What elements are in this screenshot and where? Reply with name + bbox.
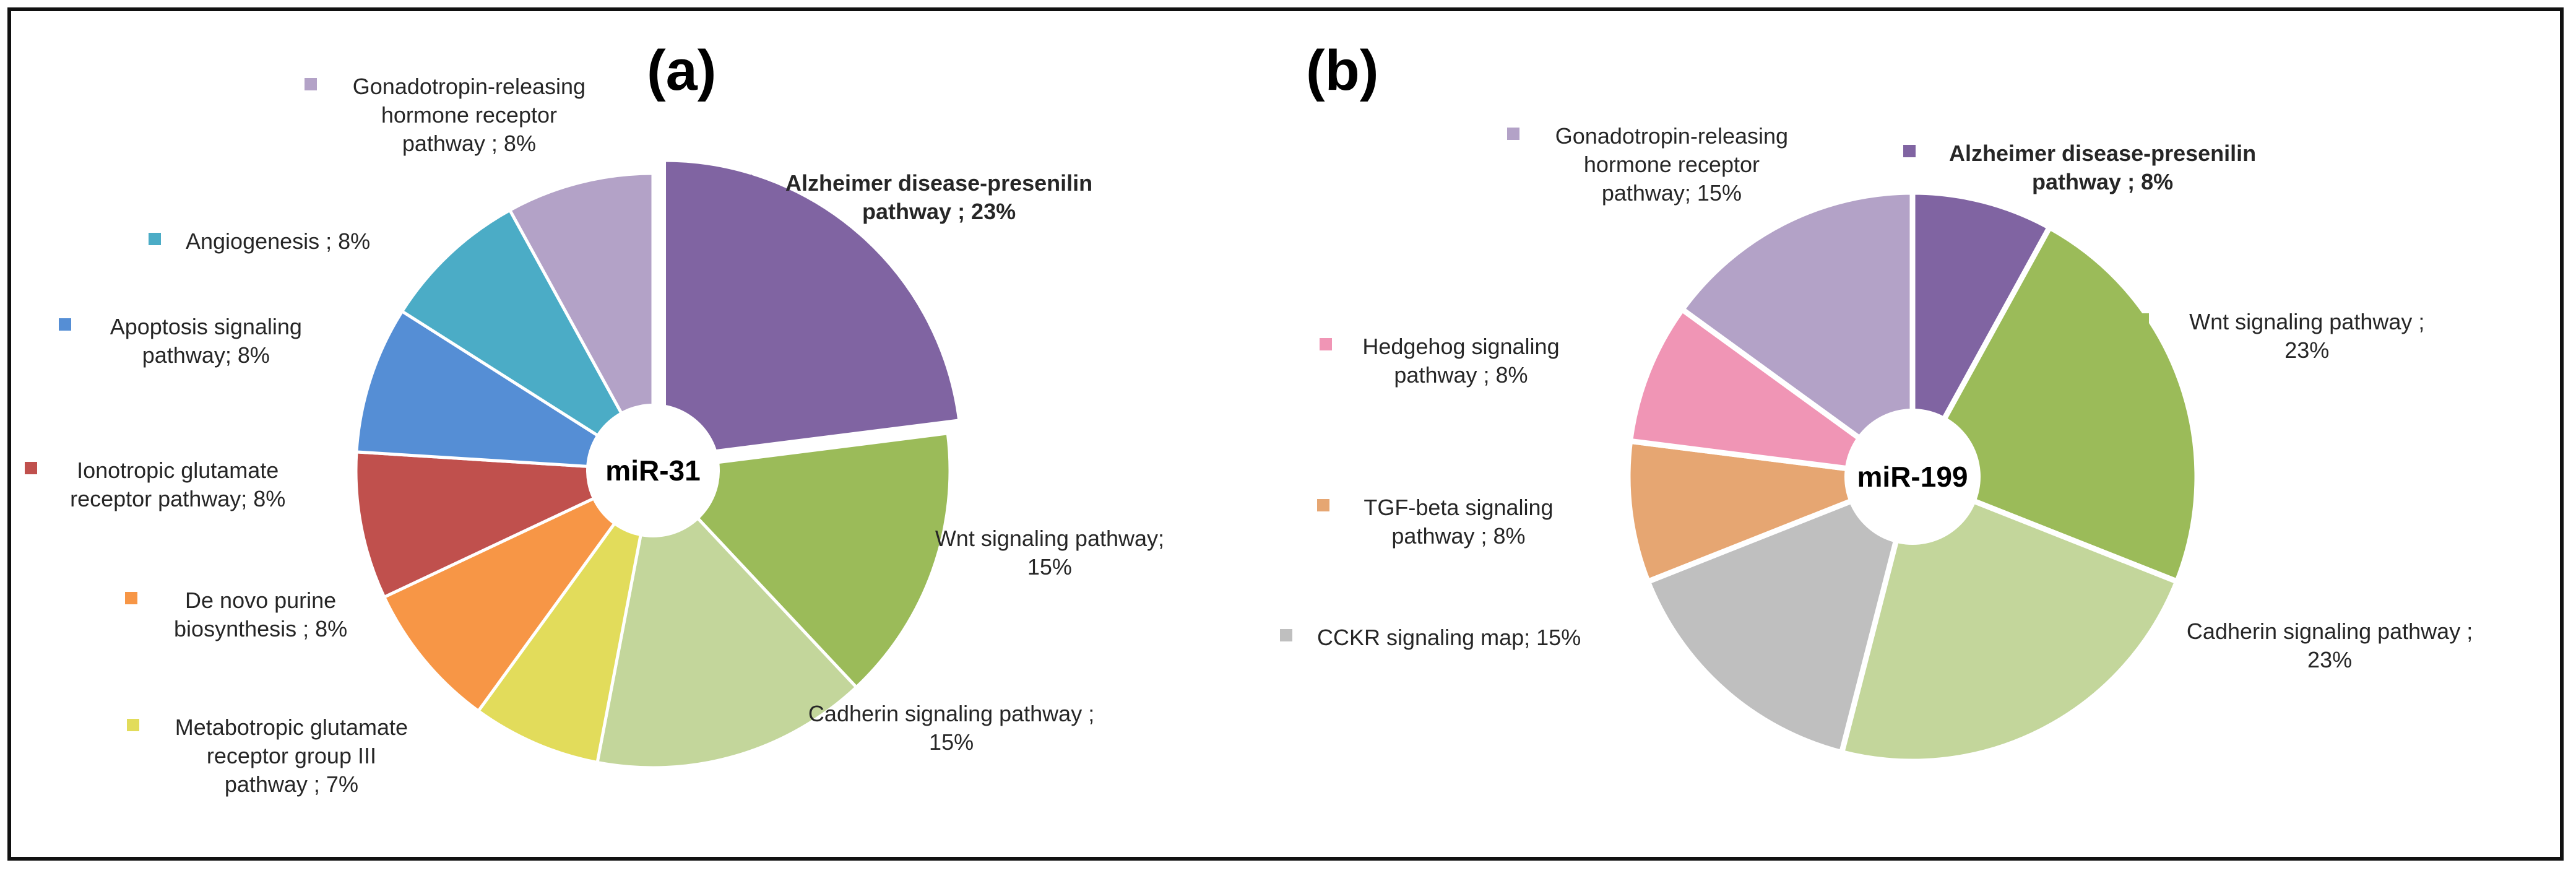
label-line: receptor pathway; 8%: [70, 486, 285, 511]
donut-hole: [586, 404, 720, 537]
legend-marker: [25, 462, 37, 474]
label-line: 15%: [929, 729, 974, 755]
data-label-apoptosis-signaling-pathway-8: Apoptosis signaling pathway; 8%: [59, 314, 302, 368]
pie-slice-gonadotropin-releasing-hormone-receptor-pathway-: [1678, 189, 1916, 482]
legend-marker: [2130, 623, 2143, 635]
label-line: pathway ; 8%: [1394, 362, 1528, 388]
legend-marker: [1317, 499, 1329, 511]
pie-panel-b: (b) miR-199 Alzheimer disease-presenilin pa…: [1280, 39, 2473, 765]
legend-marker: [752, 705, 764, 718]
data-label-metabotropic-glutamate-receptor-group-iii-pathwa: Metabotropic glutamate receptor group III…: [127, 714, 408, 797]
label-line: pathway ; 23%: [862, 199, 1016, 224]
pie-slice-cadherin-signaling-pathway-23: [1838, 472, 2181, 765]
label-line: Wnt signaling pathway;: [935, 526, 1164, 551]
label-line: receptor group III: [207, 743, 376, 768]
data-label-cadherin-signaling-pathway-23: Cadherin signaling pathway ; 23%: [2130, 619, 2473, 672]
data-label-alzheimer-disease-presenilin-pathway-23: Alzheimer disease-presenilin pathway ; 23…: [740, 170, 1092, 224]
data-label-hedgehog-signaling-pathway-8: Hedgehog signaling pathway ; 8%: [1320, 334, 1560, 388]
pie-slice-gonadotropin-releasing-hormone-receptor-pathway-: [508, 172, 655, 472]
data-label-de-novo-purine-biosynthesis-8: De novo purine biosynthesis ; 8%: [125, 588, 347, 641]
legend-marker: [149, 233, 161, 245]
label-line: CCKR signaling map; 15%: [1317, 625, 1581, 650]
label-line: pathway ; 8%: [1391, 523, 1525, 549]
label-line: Apoptosis signaling: [110, 314, 302, 339]
donut-hole: [1844, 409, 1981, 545]
label-line: pathway ; 7%: [225, 771, 358, 797]
label-line: Alzheimer disease-presenilin: [785, 170, 1092, 196]
data-label-cadherin-signaling-pathway-15: Cadherin signaling pathway ; 15%: [752, 701, 1094, 755]
label-line: 23%: [2284, 337, 2329, 363]
pie-panel-a: (a) miR-31 Alzheimer disease-presenilin pat…: [25, 39, 1164, 797]
panel-label: (a): [647, 39, 716, 102]
center-label: miR-199: [1857, 461, 1968, 493]
data-label-gonadotropin-releasing-hormone-receptor-pathway-: Gonadotropin-releasing hormone receptor pa…: [305, 74, 586, 156]
data-label-gonadotropin-releasing-hormone-receptor-pathway-: Gonadotropin-releasing hormone receptor pa…: [1507, 123, 1788, 206]
pie-slice-alzheimer-disease-presenilin-pathway-8: [1909, 189, 2054, 479]
label-line: Hedgehog signaling: [1362, 334, 1559, 359]
pie-slice-alzheimer-disease-presenilin-pathway-23: [663, 159, 961, 459]
pie-slice-wnt-signaling-pathway-23: [1908, 223, 2200, 586]
pie-slice-ionotropic-glutamate-receptor-pathway-8: [354, 450, 654, 599]
data-label-ionotropic-glutamate-receptor-pathway-8: Ionotropic glutamate receptor pathway; 8%: [25, 458, 285, 511]
data-label-cckr-signaling-map-15: CCKR signaling map; 15%: [1280, 625, 1581, 650]
data-label-wnt-signaling-pathway-23: Wnt signaling pathway ; 23%: [2137, 309, 2424, 363]
pie-slice-metabotropic-glutamate-receptor-group-iii-pathwa: [476, 469, 655, 765]
label-line: Alzheimer disease-presenilin: [1949, 141, 2256, 166]
legend-marker: [1280, 629, 1292, 641]
label-line: pathway; 8%: [142, 342, 270, 368]
center-label: miR-31: [605, 454, 700, 487]
pie-slice-hedgehog-signaling-pathway-8: [1627, 305, 1914, 480]
pie-slice-de-novo-purine-biosynthesis-8: [382, 469, 655, 713]
label-line: Cadherin signaling pathway ;: [808, 701, 1094, 726]
label-line: hormone receptor: [1584, 152, 1760, 177]
legend-marker: [305, 78, 317, 90]
legend-marker: [1903, 145, 1916, 157]
label-line: Cadherin signaling pathway ;: [2187, 619, 2473, 644]
label-line: pathway; 15%: [1602, 180, 1742, 206]
label-line: Metabotropic glutamate: [175, 714, 408, 740]
pie-slice-cadherin-signaling-pathway-15: [595, 467, 859, 770]
label-line: Angiogenesis ; 8%: [186, 228, 370, 254]
label-line: 23%: [2307, 647, 2352, 672]
label-line: TGF-beta signaling: [1364, 495, 1553, 520]
legend-marker: [2137, 313, 2149, 326]
legend-marker: [59, 318, 71, 331]
legend-marker: [740, 175, 752, 187]
pie-slice-angiogenesis-8: [400, 207, 655, 472]
legend-marker: [885, 530, 897, 542]
data-label-alzheimer-disease-presenilin-pathway-8: Alzheimer disease-presenilin pathway ; 8%: [1903, 141, 2256, 194]
legend-marker: [127, 719, 139, 731]
label-line: biosynthesis ; 8%: [174, 616, 347, 641]
label-line: Gonadotropin-releasing: [353, 74, 586, 99]
panel-label: (b): [1306, 39, 1378, 102]
legend-marker: [1320, 338, 1332, 350]
pie-slice-wnt-signaling-pathway-15: [649, 432, 952, 690]
pie-slice-tgf-beta-signaling-pathway-8: [1625, 438, 1914, 586]
label-line: hormone receptor: [381, 102, 557, 128]
data-label-angiogenesis-8: Angiogenesis ; 8%: [149, 228, 370, 254]
legend-marker: [1507, 128, 1519, 140]
legend-marker: [125, 592, 137, 604]
data-label-wnt-signaling-pathway-15: Wnt signaling pathway; 15%: [885, 526, 1164, 580]
pie-slice-apoptosis-signaling-pathway-8: [355, 309, 654, 472]
label-line: Gonadotropin-releasing: [1555, 123, 1788, 149]
label-line: Wnt signaling pathway ;: [2189, 309, 2424, 334]
label-line: pathway ; 8%: [402, 131, 536, 156]
label-line: De novo purine: [185, 588, 336, 613]
data-label-tgf-beta-signaling-pathway-8: TGF-beta signaling pathway ; 8%: [1317, 495, 1554, 549]
pie-slice-cckr-signaling-map-15: [1644, 472, 1917, 757]
label-line: 15%: [1027, 554, 1072, 580]
label-line: pathway ; 8%: [2032, 169, 2173, 194]
label-line: Ionotropic glutamate: [77, 458, 279, 483]
